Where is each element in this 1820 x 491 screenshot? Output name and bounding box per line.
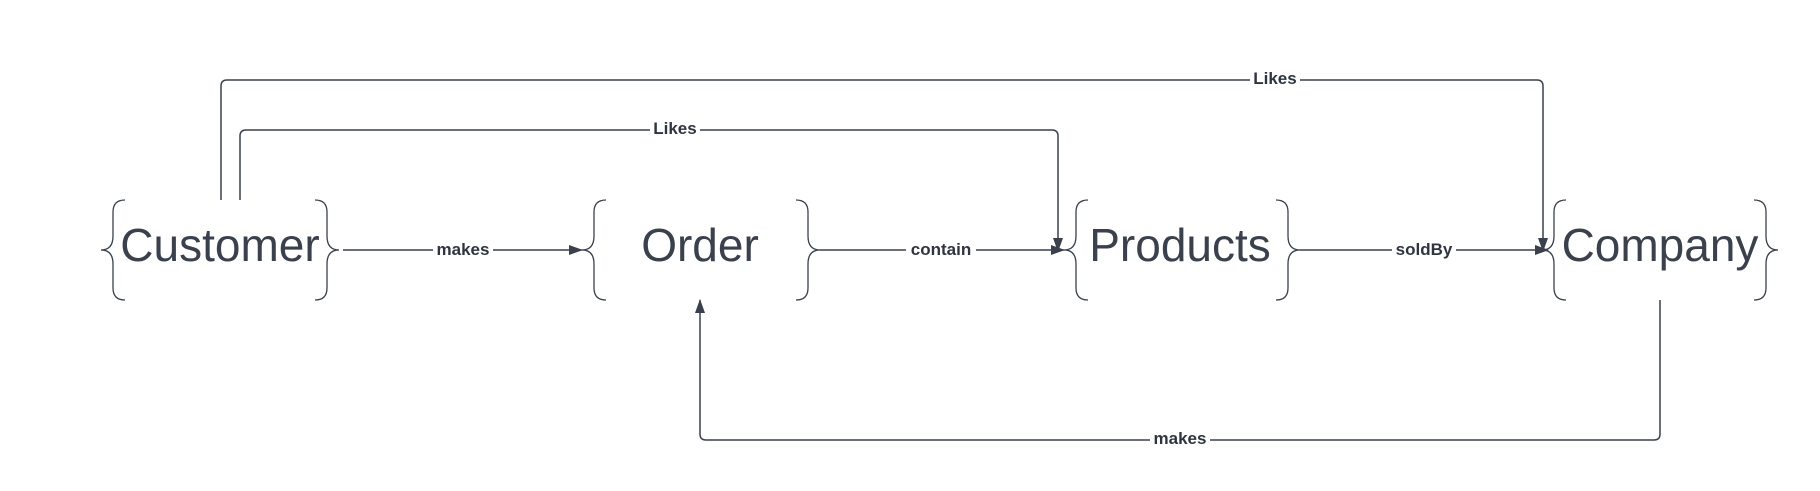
node-products[interactable]: Products — [1063, 199, 1301, 301]
node-order[interactable]: Order — [581, 199, 821, 301]
edge-label-customer-company-likes: Likes — [1253, 69, 1296, 88]
order-right-brace — [795, 199, 821, 301]
products-right-brace — [1275, 199, 1301, 301]
customer-left-brace — [100, 199, 126, 301]
edge-customer-products-likes-line[interactable] — [239, 129, 1063, 252]
company-right-brace — [1753, 199, 1779, 301]
node-label-order: Order — [641, 219, 759, 271]
node-company[interactable]: Company — [1541, 199, 1779, 301]
edge-labels: makes contain soldBy Likes Likes makes — [433, 67, 1456, 451]
node-label-company: Company — [1562, 219, 1759, 271]
company-left-brace — [1541, 199, 1567, 301]
edge-label-products-company: soldBy — [1396, 240, 1453, 259]
edge-company-order-line[interactable] — [695, 299, 1661, 441]
edge-label-order-products: contain — [911, 240, 971, 259]
order-left-brace — [581, 199, 607, 301]
node-label-products: Products — [1089, 219, 1271, 271]
edge-customer-company-likes-line[interactable] — [220, 79, 1548, 252]
products-left-brace — [1063, 199, 1089, 301]
edge-label-customer-order: makes — [437, 240, 490, 259]
customer-right-brace — [314, 199, 340, 301]
edge-label-company-order: makes — [1154, 429, 1207, 448]
node-customer[interactable]: Customer — [100, 199, 340, 301]
node-label-customer: Customer — [120, 219, 319, 271]
edge-label-customer-products-likes: Likes — [653, 119, 696, 138]
